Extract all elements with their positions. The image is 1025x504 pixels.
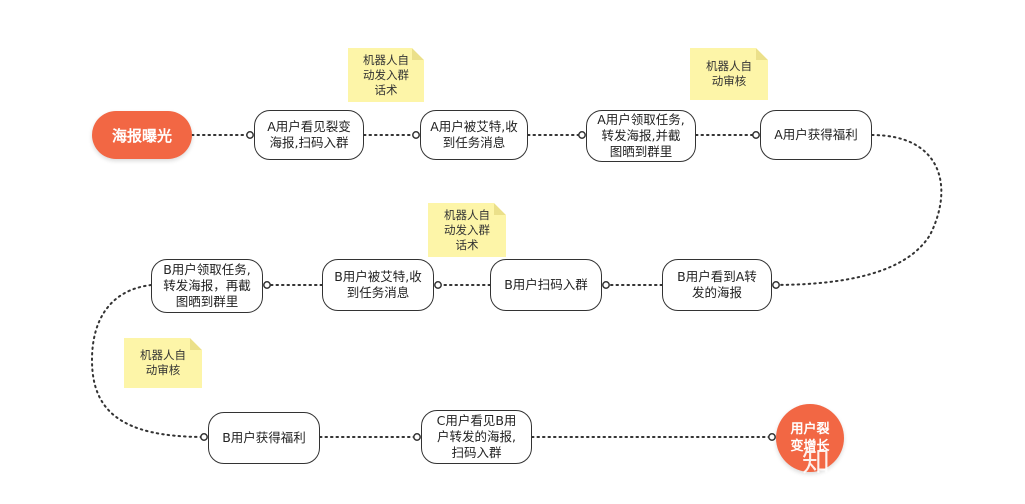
step-b-scan: B用户扫码入群 [490,259,602,311]
connector-endpoint [246,131,254,139]
note-text: 机器人自 动发入群 话术 [363,52,409,97]
connector-endpoint [752,131,760,139]
connector-endpoint [263,281,271,289]
note-text: 机器人自 动发入群 话术 [444,207,490,252]
note-robot-welcome-2: 机器人自 动发入群 话术 [428,203,506,257]
step-b-mentioned: B用户被艾特,收 到任务消息 [322,259,434,311]
connector-endpoint [768,433,776,441]
note-robot-welcome-1: 机器人自 动发入群 话术 [348,48,424,102]
connector-endpoint [578,131,586,139]
connector-endpoint [434,281,442,289]
step-a-sees-poster: A用户看见裂变 海报,扫码入群 [254,110,364,160]
connector-line [90,284,205,438]
step-a-reward: A用户获得福利 [760,110,872,160]
step-a-mentioned: A用户被艾特,收 到任务消息 [420,110,528,160]
step-b-sees-a-poster: B用户看到A转 发的海报 [662,259,772,311]
note-text: 机器人自 动审核 [706,59,752,88]
note-robot-review-1: 机器人自 动审核 [690,48,768,100]
step-c-sees-poster: C用户看见B用 户转发的海报, 扫码入群 [421,410,532,464]
zhihu-watermark: 知 [802,445,831,478]
note-robot-review-2: 机器人自 动审核 [124,338,202,388]
connector-endpoint [200,433,208,441]
connector-endpoint [412,131,420,139]
step-b-task: B用户领取任务, 转发海报，再截 图晒到群里 [151,259,263,313]
connector-endpoint [602,281,610,289]
step-b-reward: B用户获得福利 [208,412,320,464]
connector-endpoint [772,281,780,289]
start-node-poster-exposure: 海报曝光 [92,111,192,159]
step-a-task: A用户领取任务, 转发海报,并截 图晒到群里 [586,110,696,162]
end-node-user-growth: 用户裂 变增长 [776,404,844,472]
note-text: 机器人自 动审核 [140,348,186,377]
connector-endpoint [413,433,421,441]
connector-line [771,134,943,286]
